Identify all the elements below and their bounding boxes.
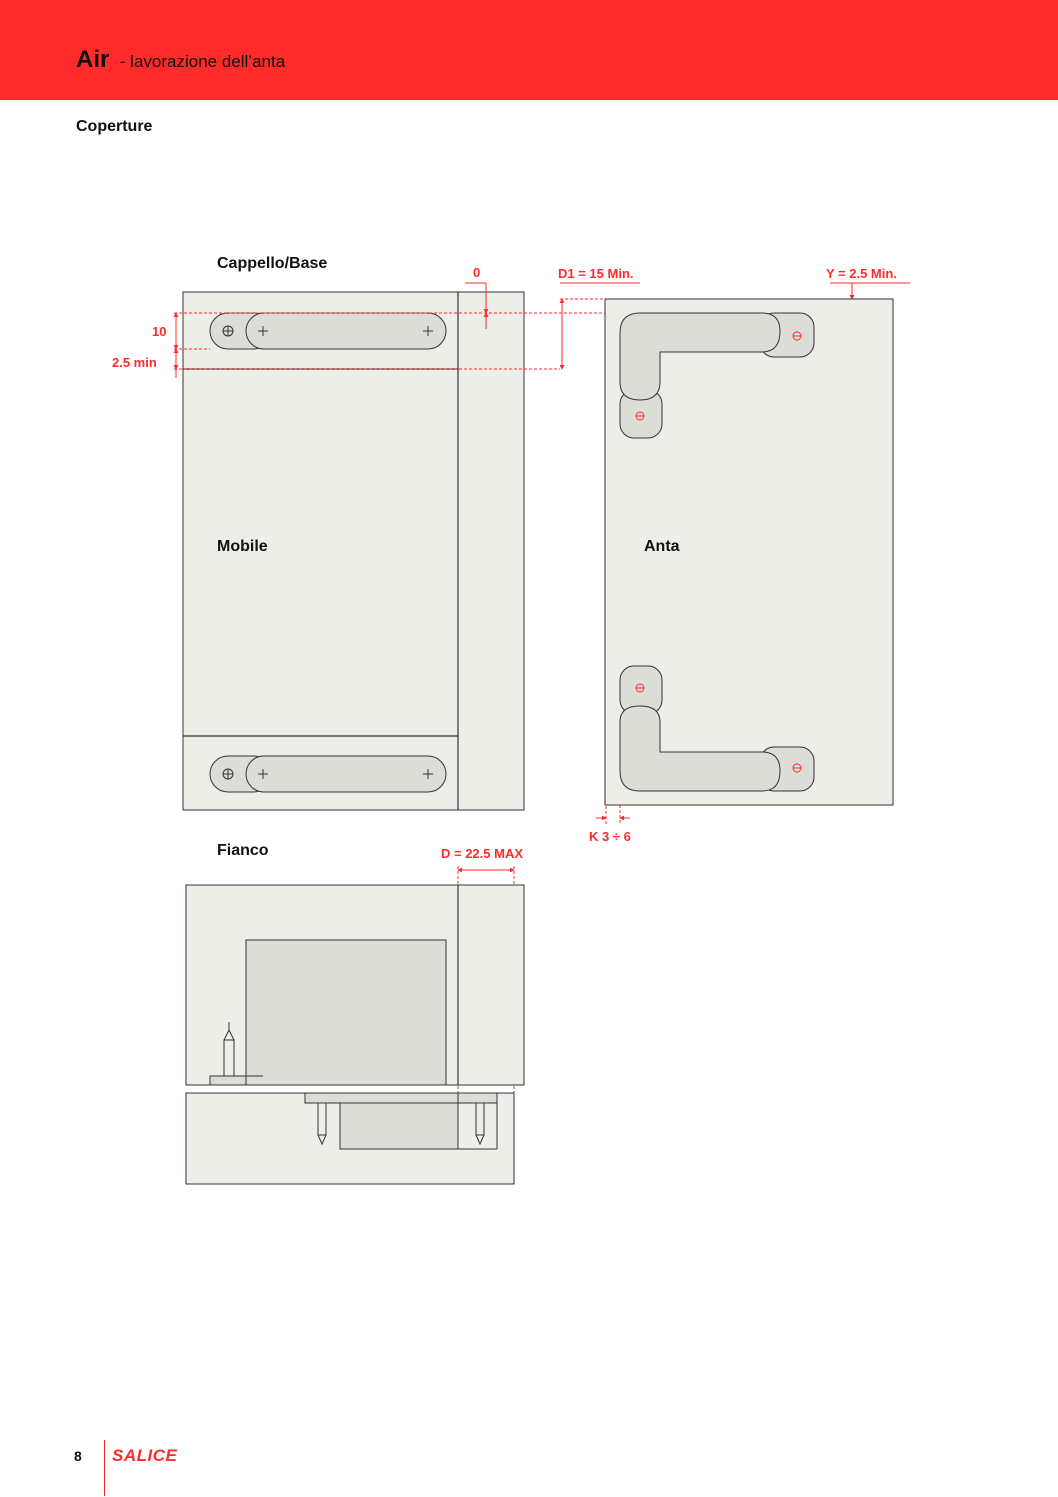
anta-view — [604, 298, 894, 806]
mounting-plate-top — [209, 312, 447, 350]
hinge-arm-top — [619, 312, 815, 439]
mobile-view — [182, 291, 525, 811]
fianco-view — [185, 884, 525, 1185]
page-subtitle: - lavorazione dell’anta — [119, 52, 286, 71]
label-fianco: Fianco — [217, 842, 269, 859]
hinge-body — [245, 939, 447, 1086]
page-title: Air - lavorazione dell’anta — [76, 46, 285, 74]
dim-ten: 10 — [152, 324, 167, 339]
dim-y: Y = 2.5 Min. — [826, 266, 897, 281]
hinge-arm-bottom — [619, 665, 815, 792]
dim-zero: 0 — [473, 265, 481, 280]
dim-d1: D1 = 15 Min. — [558, 266, 634, 281]
section-title: Coperture — [76, 118, 153, 135]
label-mobile: Mobile — [217, 538, 268, 555]
page-number: 8 — [74, 1448, 82, 1464]
label-anta: Anta — [644, 538, 680, 555]
header-bar — [0, 0, 1058, 100]
mobile-panel — [182, 291, 525, 811]
mounting-plate-bottom — [209, 755, 447, 793]
dim-d-max: D = 22.5 MAX — [441, 846, 524, 861]
dim-k: K 3 ÷ 6 — [589, 829, 631, 844]
dim-two-five-min: 2.5 min — [112, 355, 157, 370]
brand-logo: SALICE — [112, 1446, 178, 1465]
footer-divider — [104, 1440, 105, 1496]
product-name: Air — [76, 46, 110, 73]
label-cappello-base: Cappello/Base — [217, 255, 328, 272]
